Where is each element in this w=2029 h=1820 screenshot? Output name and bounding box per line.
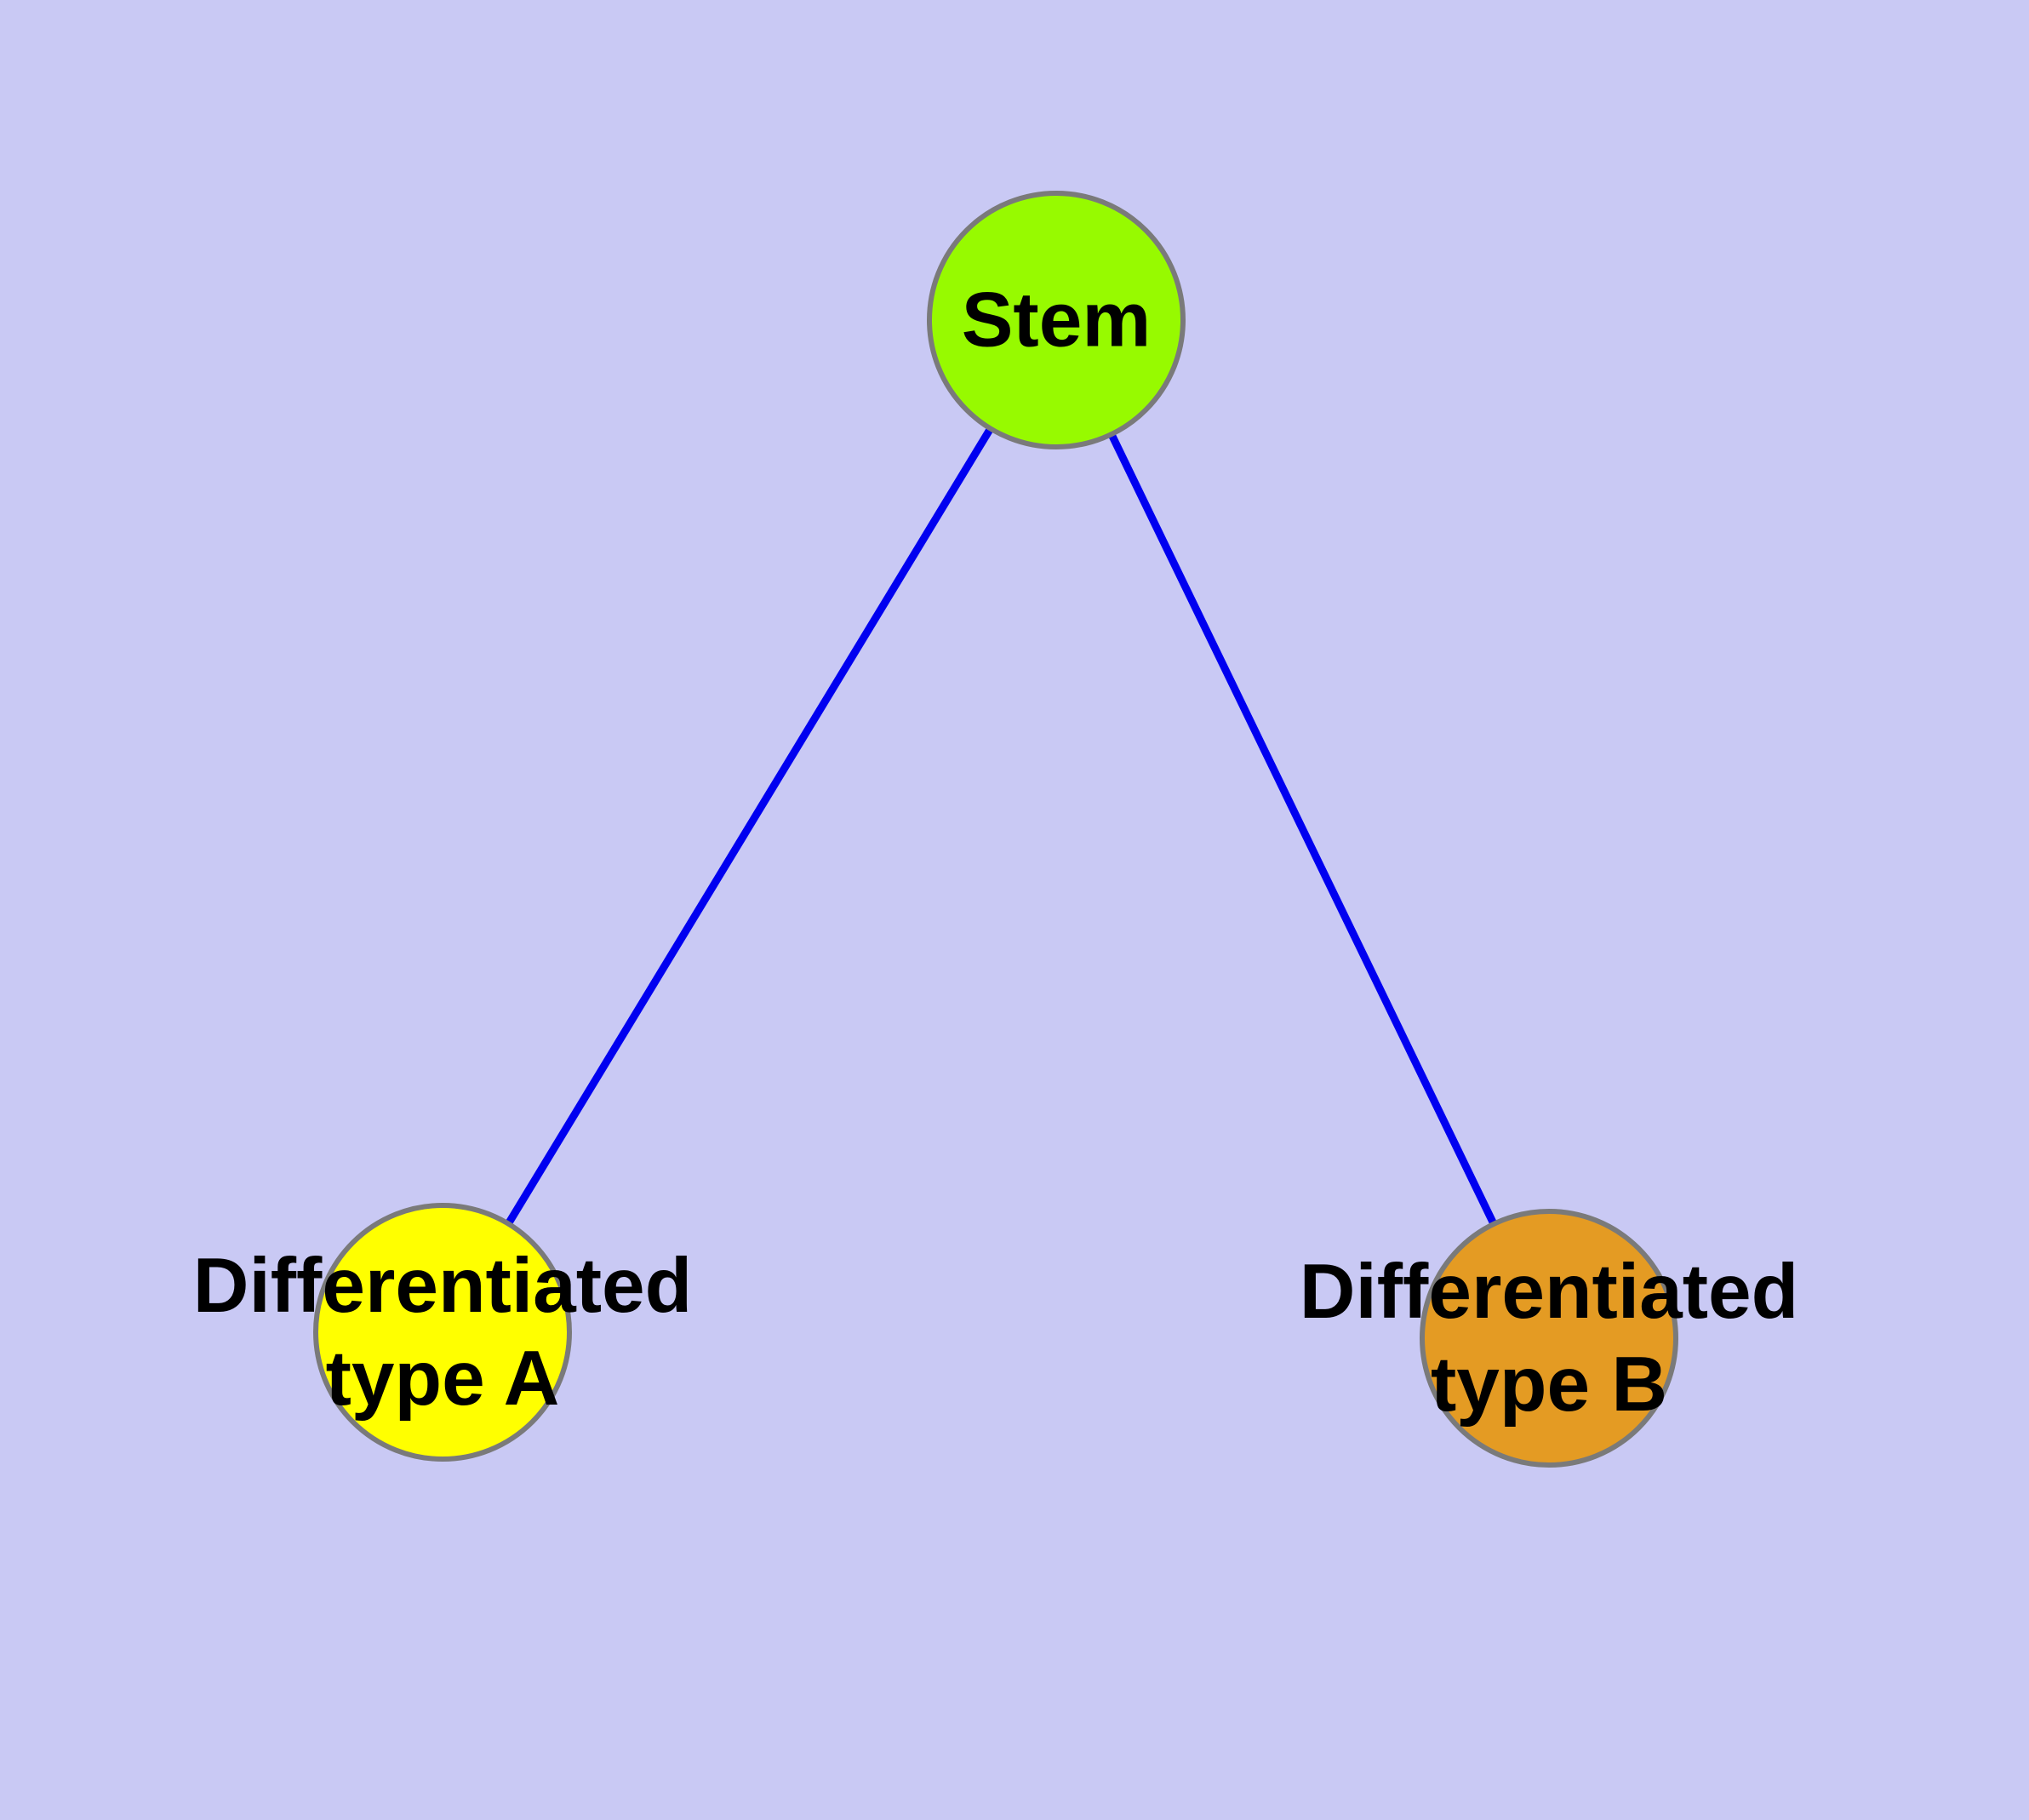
edge-stem-to-type-b — [1052, 318, 1553, 1340]
node-differentiated-type-a — [313, 1203, 572, 1462]
node-stem — [927, 191, 1186, 449]
edge-stem-to-type-a — [439, 318, 1060, 1335]
node-differentiated-type-b — [1420, 1209, 1678, 1468]
